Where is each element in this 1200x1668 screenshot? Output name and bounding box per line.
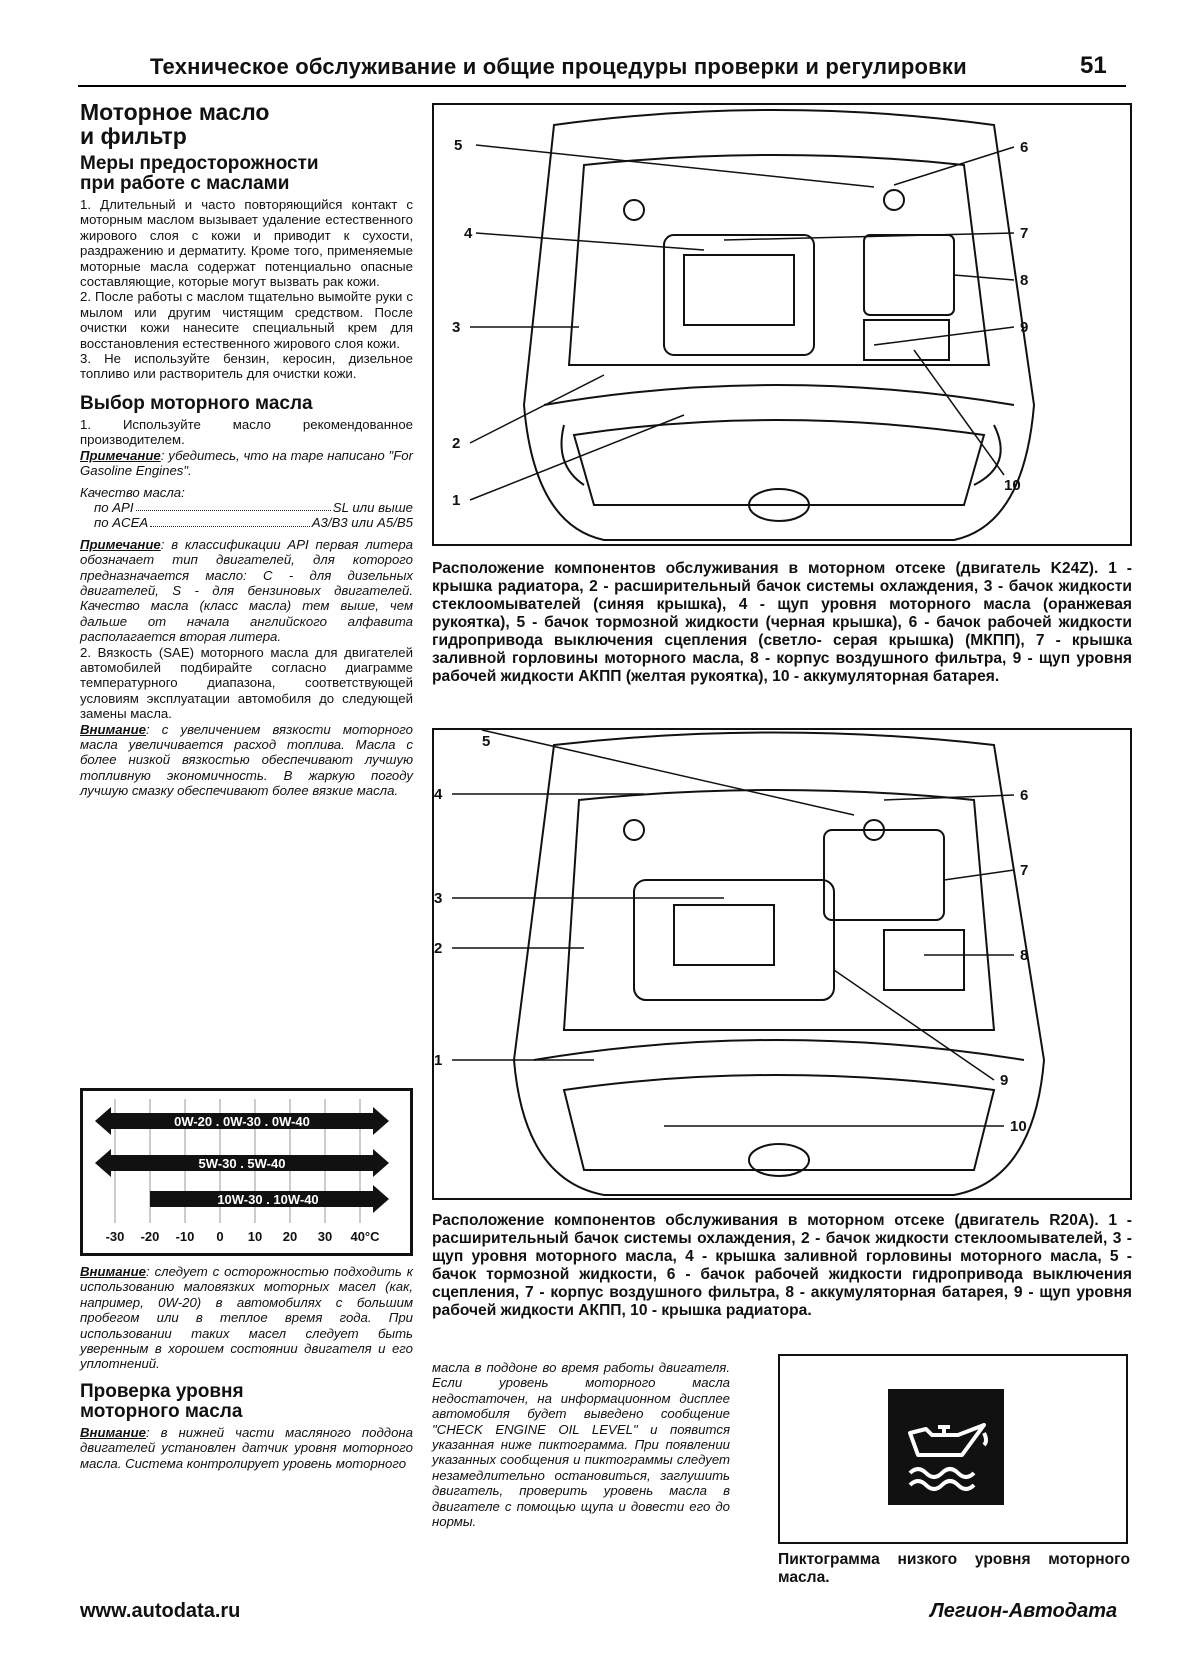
viscosity-arrow-label-0w: 0W-20 . 0W-30 . 0W-40 — [174, 1114, 310, 1129]
callout-3: 3 — [434, 890, 442, 907]
section-title: Моторное масло и фильтр — [80, 99, 270, 149]
warning-low-viscosity: Внимание: следует с осторожностью подход… — [80, 1264, 413, 1372]
oil-level-continuation: масла в поддоне во время работы двигател… — [432, 1360, 730, 1530]
engine-bay-diagram-k24z: 1 2 3 4 5 6 7 8 9 10 — [432, 103, 1132, 546]
warning-oil-level-sensor: Внимание: в нижней части масляного поддо… — [80, 1424, 413, 1471]
diagram-r20a-caption: Расположение компонентов обслуживания в … — [432, 1212, 1132, 1319]
callout-8: 8 — [1020, 272, 1028, 289]
precautions-paragraph-1: 1. Длительный и часто повторяющийся конт… — [80, 197, 413, 290]
callout-2: 2 — [452, 435, 460, 452]
oil-can-icon — [908, 1423, 988, 1491]
viscosity-arrow-label-5w: 5W-30 . 5W-40 — [199, 1156, 286, 1171]
note-api-classification: Примечание: в классификации API первая л… — [80, 536, 413, 645]
precautions-paragraph-2: 2. После работы с маслом тщательно вымой… — [80, 289, 413, 351]
viscosity-temperature-chart: 0W-20 . 0W-30 . 0W-40 5W-30 . 5W-40 10W-… — [80, 1088, 413, 1256]
viscosity-arrow-5w — [95, 1149, 389, 1177]
precautions-heading: Меры предосторожности при работе с масла… — [80, 153, 319, 194]
precautions-paragraph-3: 3. Не используйте бензин, керосин, дизел… — [80, 351, 413, 382]
engine-bay-drawing-k24z: 1 2 3 4 5 6 7 8 9 10 — [452, 109, 1036, 541]
oil-choice-heading: Выбор моторного масла — [80, 392, 313, 414]
callout-5: 5 — [454, 137, 462, 154]
callout-1: 1 — [452, 492, 460, 509]
left-column: Моторное масло и фильтр Меры предосторож… — [80, 100, 413, 799]
callout-2: 2 — [434, 940, 442, 957]
engine-bay-diagram-r20a: 1 2 3 4 5 6 7 8 9 10 — [432, 728, 1132, 1200]
viscosity-arrow-label-10w: 10W-30 . 10W-40 — [217, 1192, 318, 1207]
low-oil-icon-caption: Пиктограмма низкого уровня моторного мас… — [778, 1551, 1130, 1586]
callout-1: 1 — [434, 1052, 442, 1069]
callout-6: 6 — [1020, 139, 1028, 156]
footer-website: www.autodata.ru — [80, 1600, 241, 1622]
callout-5: 5 — [482, 733, 490, 750]
diagram-k24z-caption: Расположение компонентов обслуживания в … — [432, 560, 1132, 685]
header-divider — [78, 85, 1126, 87]
note-gasoline: Примечание: убедитесь, что на таре напис… — [80, 447, 413, 479]
callout-4: 4 — [434, 786, 443, 803]
callout-7: 7 — [1020, 225, 1028, 242]
oil-quality-label: Качество масла: — [80, 484, 185, 500]
low-oil-icon-frame — [778, 1354, 1128, 1544]
scale-tick: -30 — [106, 1229, 125, 1244]
oil-choice-paragraph-1: 1. Используйте масло рекомендованное про… — [80, 416, 413, 448]
scale-tick: -20 — [141, 1229, 160, 1244]
callout-10: 10 — [1010, 1118, 1027, 1135]
callout-9: 9 — [1020, 319, 1028, 336]
scale-tick: 10 — [248, 1229, 262, 1244]
scale-tick: 0 — [216, 1229, 223, 1244]
scale-tick: 20 — [283, 1229, 297, 1244]
low-oil-level-icon — [888, 1389, 1004, 1505]
footer-publisher: Легион-Автодата — [930, 1600, 1118, 1622]
scale-tick: 40°C — [350, 1229, 380, 1244]
callout-8: 8 — [1020, 947, 1028, 964]
scale-tick: -10 — [176, 1229, 195, 1244]
callout-3: 3 — [452, 319, 460, 336]
callout-6: 6 — [1020, 787, 1028, 804]
callout-7: 7 — [1020, 862, 1028, 879]
oil-choice-paragraph-2: 2. Вязкость (SAE) моторного масла для дв… — [80, 644, 413, 722]
engine-bay-drawing-r20a: 1 2 3 4 5 6 7 8 9 10 — [434, 729, 1046, 1196]
running-header-title: Техническое обслуживание и общие процеду… — [150, 54, 967, 79]
page-number: 51 — [1080, 52, 1107, 79]
scale-tick: 30 — [318, 1229, 332, 1244]
warning-viscosity: Внимание: с увеличением вязкости моторно… — [80, 721, 413, 799]
callout-10: 10 — [1004, 477, 1021, 494]
viscosity-arrow-0w — [95, 1107, 389, 1135]
oil-level-heading: Проверка уровня моторного масла — [80, 1380, 244, 1422]
callout-4: 4 — [464, 225, 473, 242]
left-column-lower: Внимание: следует с осторожностью подход… — [80, 1264, 413, 1471]
viscosity-chart-graphic: 0W-20 . 0W-30 . 0W-40 5W-30 . 5W-40 10W-… — [95, 1099, 389, 1244]
callout-9: 9 — [1000, 1072, 1008, 1089]
viscosity-arrow-10w — [150, 1185, 389, 1213]
